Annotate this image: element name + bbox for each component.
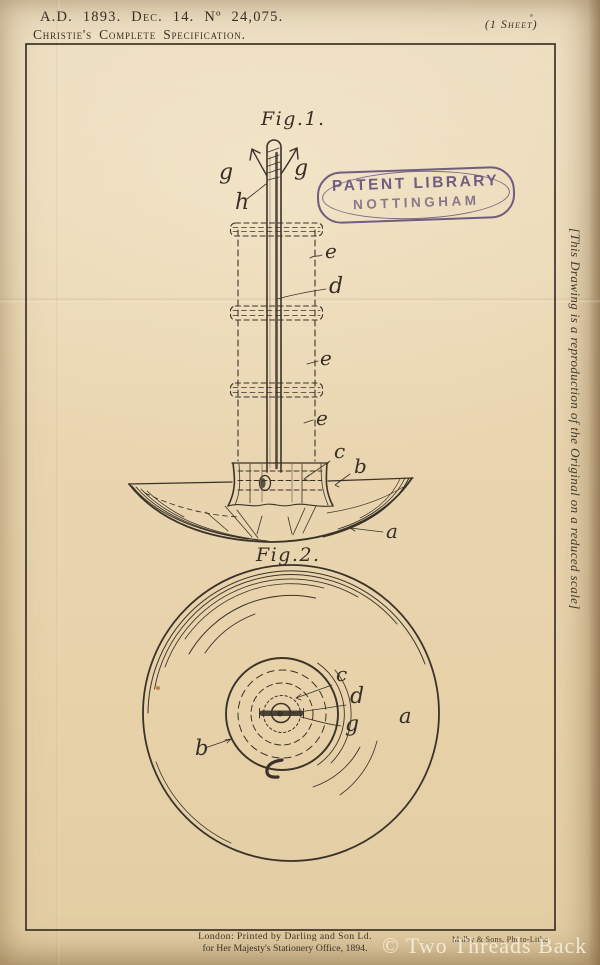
fig1-label-b: b: [354, 454, 367, 478]
fig2-label-g: g: [345, 712, 359, 737]
fig1-label-d: d: [329, 274, 343, 299]
fig2-label-b: b: [195, 736, 208, 760]
fig1-title: Fig.1.: [260, 108, 326, 130]
margin-reproduction-note: [This Drawing is a reproduction of the O…: [561, 228, 583, 710]
fig1-label-e2: e: [320, 346, 332, 370]
fig1-label-e1: e: [325, 239, 337, 263]
fig1-label-g-left: g: [219, 160, 233, 185]
fig2-label-d: d: [350, 684, 364, 709]
fig1-label-h: h: [235, 190, 249, 215]
fig2-title: Fig.2.: [255, 544, 321, 566]
fig2-labels: c d g a b: [195, 662, 412, 760]
library-stamp: PATENT LIBRARY NOTTINGHAM: [316, 166, 516, 225]
fig1-label-a: a: [386, 519, 398, 543]
printer-imprint: London: Printed by Darling and Son Ld. f…: [160, 931, 410, 955]
fig2-hub-shading: [267, 663, 377, 795]
fig2-center-pin: [260, 704, 304, 723]
fig2-label-c: c: [336, 662, 347, 686]
fig2-rim-shading: [148, 571, 425, 843]
fig2-label-a: a: [399, 704, 412, 728]
fig1-keyhole-slot: [260, 478, 265, 488]
fig1-bowl: [129, 478, 413, 542]
fig1-label-c: c: [334, 439, 345, 463]
fig1-spring-barbs: [250, 148, 298, 176]
fig2-group: Fig.2.: [143, 544, 439, 861]
fig1-label-e3: e: [316, 406, 328, 430]
imprint-line1: London: Printed by Darling and Son Ld.: [160, 931, 410, 943]
fig1-label-g-right: g: [294, 156, 308, 181]
imprint-line2: for Her Majesty's Stationery Office, 189…: [160, 943, 410, 955]
watermark-text: © Two Threads Back: [382, 933, 587, 959]
